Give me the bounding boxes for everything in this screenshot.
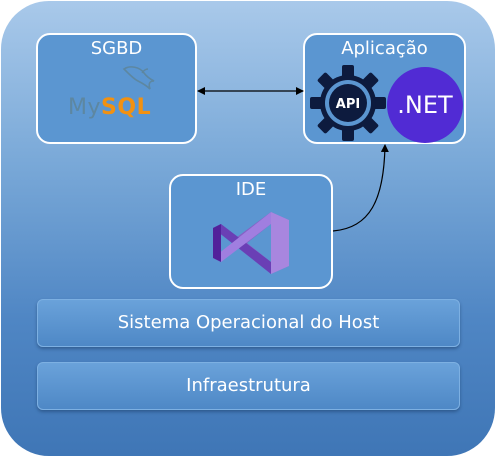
host-os-layer: Sistema Operacional do Host xyxy=(37,299,460,347)
sgbd-box: SGBD MySQL xyxy=(36,33,197,144)
mysql-logo-my: My xyxy=(68,95,102,120)
visual-studio-icon xyxy=(213,212,289,274)
api-label: API xyxy=(336,97,360,112)
ide-aplicacao-arrow xyxy=(332,144,389,232)
api-gear-icon: API xyxy=(310,65,386,141)
infra-layer: Infraestrutura xyxy=(37,362,460,410)
aplicacao-box: Aplicação API .NET xyxy=(303,33,466,144)
sgbd-title: SGBD xyxy=(90,38,143,59)
dotnet-label: .NET xyxy=(397,91,453,119)
dotnet-logo-icon: .NET xyxy=(387,67,463,143)
ide-title: IDE xyxy=(235,179,267,200)
mysql-logo-sql: SQL xyxy=(101,95,152,120)
mysql-logo: MySQL xyxy=(68,95,151,120)
mysql-dolphin-icon xyxy=(122,66,155,90)
ide-box: IDE xyxy=(169,174,333,289)
aplicacao-title: Aplicação xyxy=(341,38,428,59)
